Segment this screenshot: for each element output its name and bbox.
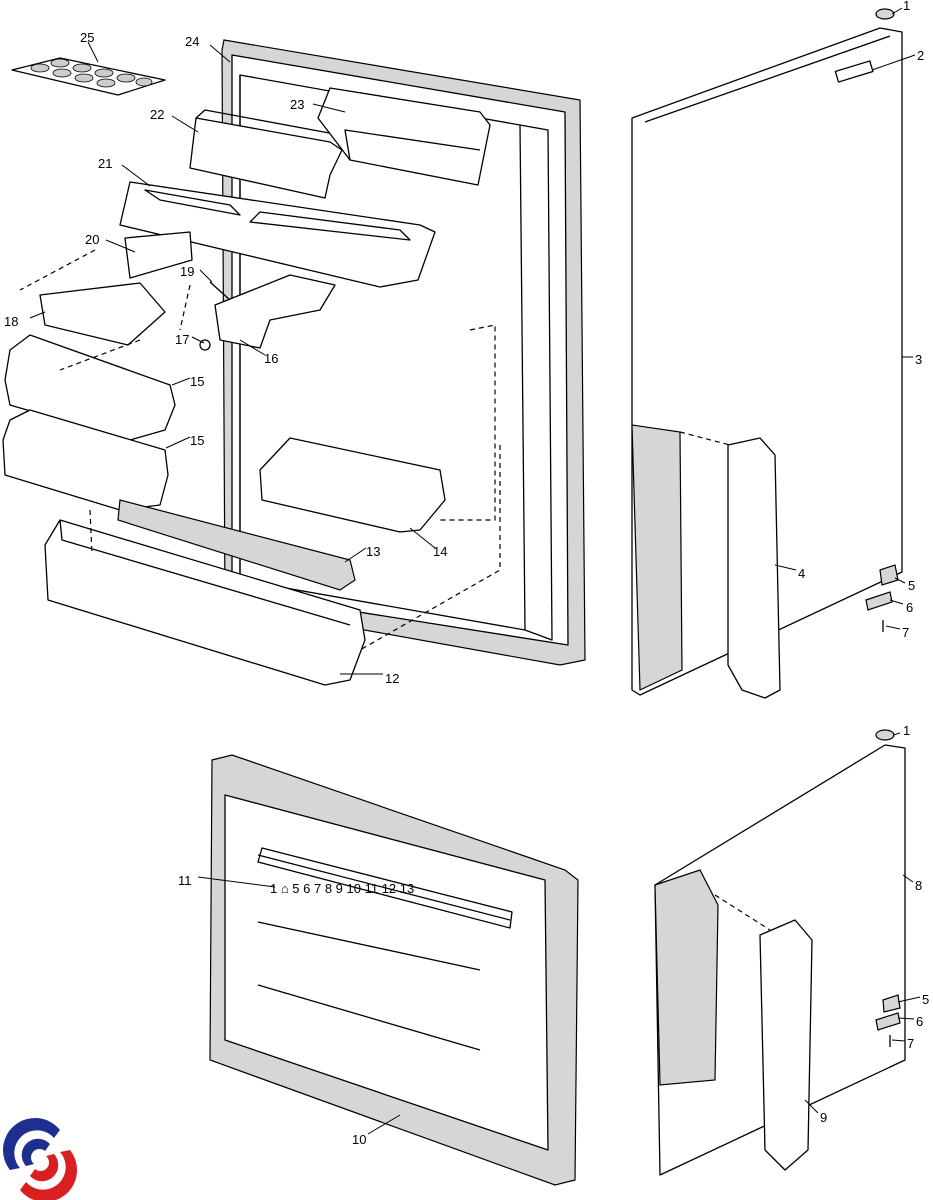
shelf-21 [119, 181, 436, 288]
callout-9: 9 [820, 1110, 827, 1125]
callout-20: 20 [85, 232, 99, 247]
callout-16: 16 [264, 351, 278, 366]
freezer-door-inner-part: 1 ⌂ 5 6 7 8 9 10 11 12 13 [209, 754, 579, 1186]
handle-4 [727, 437, 781, 699]
callout-12: 12 [385, 671, 399, 686]
callout-1: 1 [903, 0, 910, 13]
hinge-pin-1b [875, 729, 895, 741]
bin-14 [259, 437, 446, 533]
callout-10: 10 [352, 1132, 366, 1147]
rail-13 [117, 499, 356, 591]
callout-25: 25 [80, 30, 94, 45]
callout-22: 22 [150, 107, 164, 122]
bracket-16 [214, 274, 336, 349]
callout-2: 2 [917, 48, 924, 63]
callout-21: 21 [98, 156, 112, 171]
callout-15b: 15 [190, 433, 204, 448]
bin-18 [39, 282, 166, 346]
callout-3: 3 [915, 352, 922, 367]
freezer-outer-door-part [654, 729, 906, 1176]
leader-lines [29, 7, 921, 1135]
callout-4: 4 [798, 566, 805, 581]
callout-5b: 5 [922, 992, 929, 1007]
badge-2 [834, 60, 874, 83]
bin-12 [44, 519, 366, 686]
fridge-outer-door-part [631, 8, 903, 699]
callout-8: 8 [915, 878, 922, 893]
callout-6: 6 [906, 600, 913, 615]
callout-7: 7 [902, 625, 909, 640]
callout-19: 19 [180, 264, 194, 279]
callout-11: 11 [178, 873, 192, 888]
handle-9 [759, 919, 813, 1171]
callout-5: 5 [908, 578, 915, 593]
bin-15-top [4, 334, 176, 441]
svg-text:1 ⌂ 5 6 7 8 9 10 11 12 13: 1 ⌂ 5 6 7 8 9 10 11 12 13 [270, 881, 414, 896]
hinge-pin-1 [875, 8, 895, 20]
callout-6b: 6 [916, 1014, 923, 1029]
callout-14: 14 [433, 544, 447, 559]
shelf-23 [317, 87, 491, 186]
callout-7b: 7 [907, 1036, 914, 1051]
callout-23: 23 [290, 97, 304, 112]
callout-labels: 1 2 3 4 5 6 7 1 8 5 6 7 9 10 11 12 13 14… [4, 0, 929, 1147]
egg-tray-part [11, 57, 166, 96]
callout-17: 17 [175, 332, 189, 347]
callout-18: 18 [4, 314, 18, 329]
pin-19 [209, 281, 231, 301]
callout-13: 13 [366, 544, 380, 559]
bin-15-bottom [2, 409, 169, 511]
callout-1b: 1 [903, 723, 910, 738]
brand-logo [2, 1117, 77, 1200]
callout-15a: 15 [190, 374, 204, 389]
callout-24: 24 [185, 34, 199, 49]
bracket-20 [124, 231, 193, 279]
